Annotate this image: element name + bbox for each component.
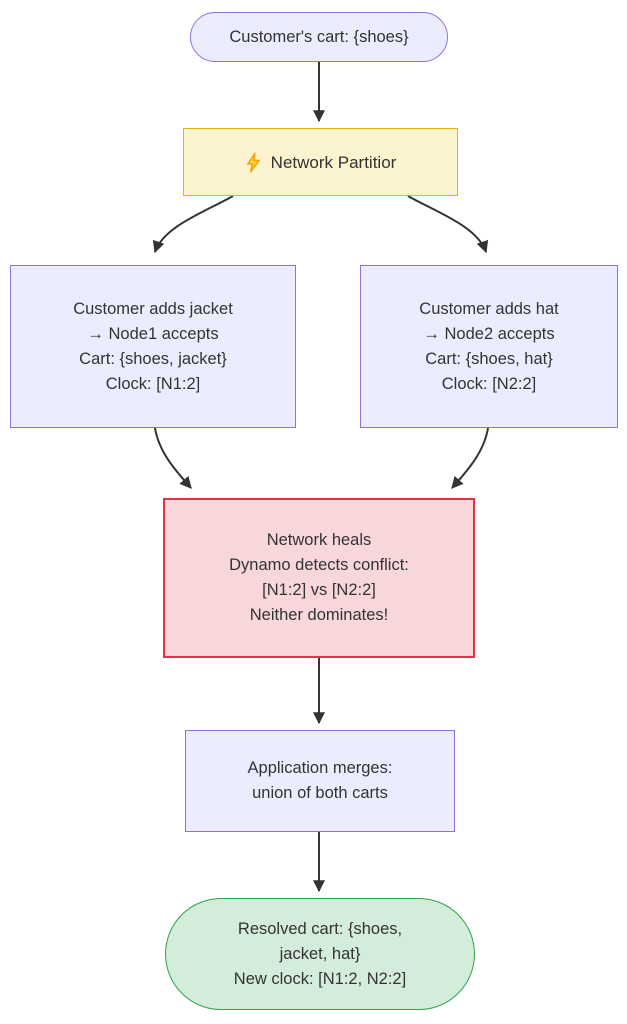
node-resolved-line: jacket, hat} — [279, 944, 361, 963]
node-node1-line: Cart: {shoes, jacket} — [79, 349, 227, 368]
edge-node2-conflict — [451, 427, 489, 489]
node-node2-line: Customer adds hat — [419, 299, 559, 318]
node-conflict-line: Neither dominates! — [249, 606, 389, 624]
node-customer-cart-label: Customer's cart: {shoes} — [229, 27, 409, 46]
node-network-partition-label: Network Partitior — [270, 152, 397, 172]
node-application-merge: Application merges: union of both carts — [185, 730, 455, 832]
node-customer-cart: Customer's cart: {shoes} — [190, 12, 448, 62]
node-network-partition: Network Partitior — [183, 128, 458, 196]
node-node1-line: Customer adds jacket — [73, 299, 233, 318]
edge-partition-node2 — [407, 195, 489, 254]
node-node2-line: Cart: {shoes, hat} — [425, 349, 553, 368]
node-resolved-line: Resolved cart: {shoes, — [237, 919, 403, 938]
edge-node1-conflict — [154, 427, 192, 489]
node-node1-branch: Customer adds jacket → Node1 accepts Car… — [10, 265, 296, 428]
node-resolved-cart: Resolved cart: {shoes, jacket, hat} New … — [165, 898, 475, 1010]
lightning-icon — [246, 152, 260, 172]
node-conflict-line: [N1:2] vs [N2:2] — [262, 581, 376, 599]
node-merge-line: Application merges: — [247, 759, 393, 777]
edge-partition-node1 — [152, 195, 234, 254]
node-node2-line: → Node2 accepts — [423, 324, 555, 343]
node-node1-line: → Node1 accepts — [87, 324, 219, 343]
node-conflict-detected: Network heals Dynamo detects conflict: [… — [163, 498, 475, 658]
node-node2-line: Clock: [N2:2] — [441, 374, 537, 393]
node-resolved-line: New clock: [N1:2, N2:2] — [233, 969, 407, 988]
node-merge-line: union of both carts — [252, 784, 388, 802]
node-node1-line: Clock: [N1:2] — [105, 374, 201, 393]
node-conflict-line: Network heals — [266, 531, 372, 549]
node-node2-branch: Customer adds hat → Node2 accepts Cart: … — [360, 265, 618, 428]
node-conflict-line: Dynamo detects conflict: — [229, 556, 409, 574]
